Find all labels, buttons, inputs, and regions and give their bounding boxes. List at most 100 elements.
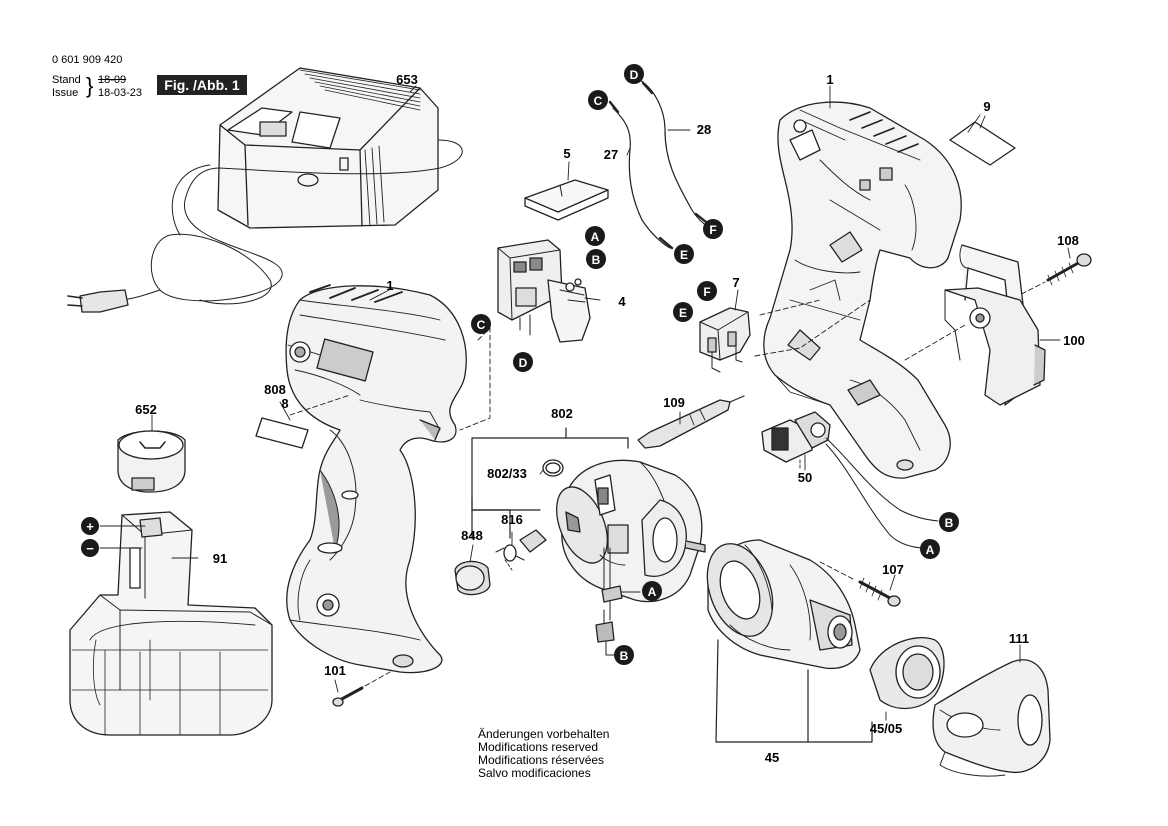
badge-E-connector: E xyxy=(673,302,693,322)
housing-right-drawing xyxy=(763,101,962,479)
minus-terminal-icon: − xyxy=(81,539,99,557)
note-line-en: Modifications reserved xyxy=(478,740,599,754)
label-109: 109 xyxy=(663,395,685,410)
label-plate-9 xyxy=(949,121,1016,166)
label-848: 848 xyxy=(461,528,483,543)
connector-drawing xyxy=(699,307,751,373)
svg-text:B: B xyxy=(945,516,954,530)
svg-text:+: + xyxy=(86,519,94,534)
motor-drawing xyxy=(556,459,706,643)
badge-D-switch: D xyxy=(513,352,533,372)
svg-text:B: B xyxy=(620,649,629,663)
screw-107 xyxy=(819,561,901,607)
cover-drawing xyxy=(932,659,1051,777)
gearbox-drawing xyxy=(706,539,873,743)
brush-cap-drawing xyxy=(454,560,491,596)
label-9: 9 xyxy=(983,99,990,114)
label-802: 802 xyxy=(551,406,573,421)
battery-drawing xyxy=(69,511,273,736)
stand-label: Stand xyxy=(52,74,81,86)
label-111: 111 xyxy=(1009,631,1029,646)
brace: } xyxy=(86,73,94,98)
label-100: 100 xyxy=(1063,333,1085,348)
label-653: 653 xyxy=(396,72,418,87)
label-plate-8 xyxy=(255,417,309,449)
label-4: 4 xyxy=(618,294,626,309)
badge-F-connector: F xyxy=(697,281,717,301)
label-91: 91 xyxy=(213,551,227,566)
badge-B-motor: B xyxy=(614,645,634,665)
badge-A-led: A xyxy=(920,539,940,559)
svg-text:A: A xyxy=(591,230,600,244)
label-1-left: 1 xyxy=(386,278,393,293)
charger-drawing xyxy=(67,67,463,313)
label-108: 108 xyxy=(1057,233,1079,248)
issue-label: Issue xyxy=(52,87,79,99)
badge-E-cable: E xyxy=(674,244,694,264)
badge-B-switch: B xyxy=(586,249,606,269)
bumper-drawing xyxy=(869,636,945,710)
label-5: 5 xyxy=(563,146,570,161)
figure-label: Fig. /Abb. 1 xyxy=(157,75,247,95)
label-8: 8 xyxy=(281,396,288,411)
belt-clip-drawing xyxy=(904,244,1046,406)
modifications-note: Änderungen vorbehalten Modifications res… xyxy=(478,728,609,780)
label-101: 101 xyxy=(324,663,346,678)
svg-text:E: E xyxy=(679,306,687,320)
label-plate-5 xyxy=(524,179,609,213)
badge-F-cable: F xyxy=(703,219,723,239)
badge-C-top: C xyxy=(588,90,608,110)
svg-text:A: A xyxy=(926,543,935,557)
cable-28 xyxy=(639,79,711,229)
plus-terminal-icon: + xyxy=(81,517,99,535)
label-27: 27 xyxy=(604,147,618,162)
part-labels: 653 1 1 9 5 27 28 4 7 108 100 808 8 652 … xyxy=(135,72,1085,765)
badge-A-motor: A xyxy=(642,581,662,601)
cable-27 xyxy=(608,100,674,250)
switch-drawing xyxy=(497,239,591,343)
badge-C-switch: C xyxy=(471,314,491,334)
label-107: 107 xyxy=(882,562,904,577)
note-line-es: Salvo modificaciones xyxy=(478,766,591,780)
leader-lines xyxy=(151,85,1071,721)
badge-D-top: D xyxy=(624,64,644,84)
label-28: 28 xyxy=(697,122,711,137)
issue-value: 18-03-23 xyxy=(98,87,143,99)
svg-text:D: D xyxy=(630,68,639,82)
label-7: 7 xyxy=(732,275,739,290)
connector-badges: D C F E A B C xyxy=(81,64,959,665)
label-652: 652 xyxy=(135,402,157,417)
led-module-drawing xyxy=(761,411,939,549)
label-808: 808 xyxy=(264,382,286,397)
svg-text:C: C xyxy=(594,94,603,108)
badge-B-led: B xyxy=(939,512,959,532)
svg-text:E: E xyxy=(680,248,688,262)
note-line-de: Änderungen vorbehalten xyxy=(478,727,610,741)
screw-101 xyxy=(332,671,391,707)
label-45-05: 45/05 xyxy=(870,721,903,736)
svg-text:−: − xyxy=(86,541,94,556)
stand-value: 18-09 xyxy=(98,74,127,86)
label-802-33: 802/33 xyxy=(487,466,527,481)
svg-text:F: F xyxy=(703,285,710,299)
svg-text:C: C xyxy=(477,318,486,332)
note-line-fr: Modifications réservées xyxy=(478,753,605,767)
bit-drawing xyxy=(637,395,745,449)
bracket-802 xyxy=(471,427,629,539)
badge-A-switch: A xyxy=(585,226,605,246)
housing-left-drawing xyxy=(285,284,467,674)
brush-drawing xyxy=(495,529,547,571)
svg-text:F: F xyxy=(709,223,716,237)
label-816: 816 xyxy=(501,512,523,527)
label-50: 50 xyxy=(798,470,812,485)
label-1-right: 1 xyxy=(826,72,833,87)
o-ring xyxy=(542,459,564,477)
svg-text:A: A xyxy=(648,585,657,599)
svg-text:B: B xyxy=(592,253,601,267)
label-45: 45 xyxy=(765,750,779,765)
battery-cap-drawing xyxy=(117,430,186,493)
svg-text:D: D xyxy=(519,356,528,370)
part-number: 0 601 909 420 xyxy=(52,54,123,66)
